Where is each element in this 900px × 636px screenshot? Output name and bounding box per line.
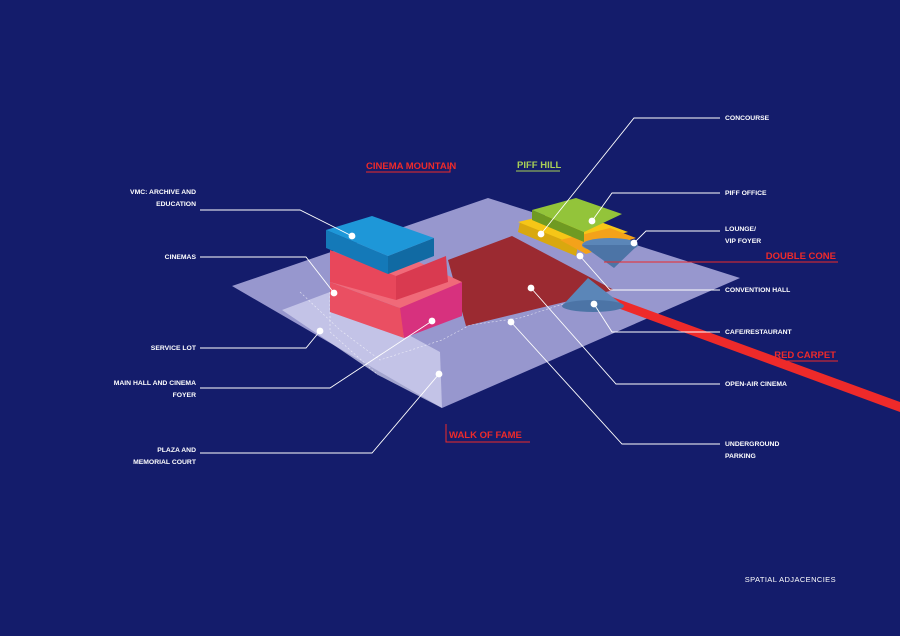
title-walk-of-fame: WALK OF FAME [449,430,522,441]
piff-hill-green [532,198,622,232]
cinema-mountain-underline [366,166,451,173]
label-cinemas: CINEMAS [165,254,197,261]
cinema-block-magenta [398,282,462,338]
convention-hall-block [448,236,614,326]
label-lounge-line2: VIP FOYER [725,238,761,245]
label-open-air: OPEN-AIR CINEMA [725,381,787,388]
cinema-block-red-mid [330,250,396,300]
leaders-right [507,117,720,445]
label-main-hall-line1: MAIN HALL AND CINEMA [114,380,196,387]
red-carpet-strip [596,294,900,412]
label-cafe: CAFE/RESTAURANT [725,329,793,336]
label-concourse: CONCOURSE [725,115,770,122]
label-main-hall-line2: FOYER [173,392,197,399]
cinema-block-red-front [330,282,404,338]
label-piff-office: PIFF OFFICE [725,190,767,197]
label-parking-line2: PARKING [725,453,756,460]
caption-spatial-adjacencies: SPATIAL ADJACENCIES [745,575,836,584]
title-piff-hill: PIFF HILL [517,160,562,171]
walk-of-fame-underline [445,424,530,443]
cinema-block-blue-front [326,230,388,274]
title-double-cone: DOUBLE CONE [766,251,836,262]
title-cinema-mountain: CINEMA MOUNTAIN [366,161,456,172]
piff-hill-green-side [532,210,584,242]
cinema-block-red-mid-side [396,256,448,300]
label-vmc-line2: EDUCATION [156,201,196,208]
title-red-carpet: RED CARPET [774,350,836,361]
label-plaza-line2: MEMORIAL COURT [133,459,197,466]
cinema-block-blue-top [326,216,434,256]
cinema-block-blue-side [388,238,434,274]
leaders-left [200,209,443,454]
label-service-lot: SERVICE LOT [151,345,197,352]
walk-of-fame-path [299,291,601,361]
upper-cone-body [582,245,638,268]
label-lounge-line1: LOUNGE/ [725,226,756,233]
label-parking-line1: UNDERGROUND [725,441,779,448]
label-plaza-line1: PLAZA AND [157,447,196,454]
lower-cone-body [562,278,624,306]
label-convention-hall: CONVENTION HALL [725,287,790,294]
plaza-zone [282,292,442,408]
piff-hill-yellow-side [518,222,578,256]
label-vmc-line1: VMC: ARCHIVE AND [130,189,196,196]
